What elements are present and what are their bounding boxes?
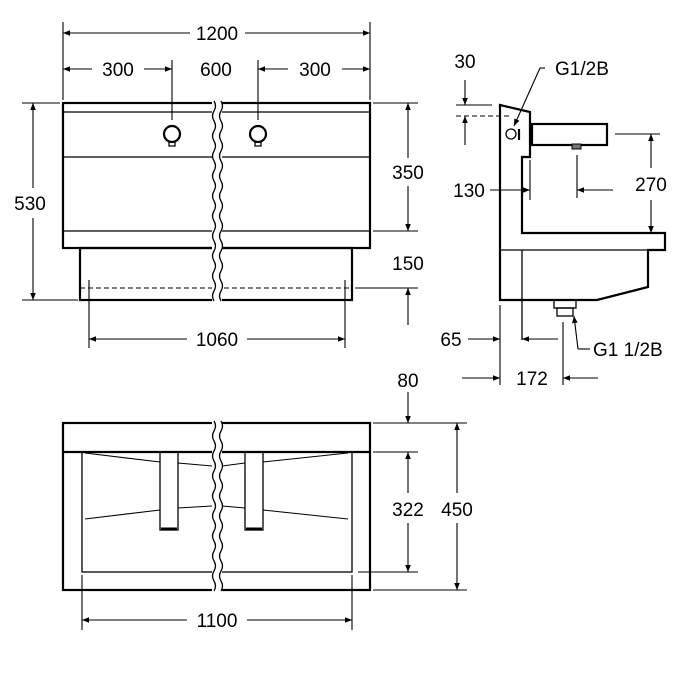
side-body — [498, 103, 667, 302]
dim-150: 150 — [392, 254, 424, 275]
dim-350: 350 — [392, 163, 424, 184]
dim-322: 322 — [392, 500, 424, 521]
dim-270: 270 — [635, 175, 667, 196]
dim-600: 600 — [200, 60, 232, 81]
dim-80: 80 — [397, 371, 418, 392]
dim-530: 530 — [14, 194, 46, 215]
side-view: 30 G1/2B 130 270 65 172 G1 1/2B — [440, 52, 666, 390]
dim-450: 450 — [441, 500, 473, 521]
top-view: 80 322 450 1100 — [61, 371, 473, 632]
spout — [530, 122, 609, 147]
dim-300-right: 300 — [299, 60, 331, 81]
dim-1200: 1200 — [196, 24, 238, 45]
inlet-icon — [505, 128, 517, 140]
sensor-left-icon — [162, 124, 182, 147]
faucet-left — [159, 451, 179, 531]
faucet-right — [244, 451, 264, 531]
dim-65: 65 — [440, 330, 461, 351]
dim-1100: 1100 — [197, 611, 238, 632]
sensor-right-icon — [248, 124, 268, 147]
dim-1060: 1060 — [196, 330, 238, 351]
label-g1-2b: G1/2B — [555, 59, 609, 80]
dim-130: 130 — [453, 181, 485, 202]
front-view: 1200 300 600 300 530 350 150 1060 — [14, 22, 424, 351]
break-line — [211, 100, 217, 302]
dim-30: 30 — [454, 52, 475, 73]
dim-300-left: 300 — [102, 60, 134, 81]
label-g1-1-2b: G1 1/2B — [593, 340, 663, 361]
dim-172: 172 — [516, 369, 548, 390]
